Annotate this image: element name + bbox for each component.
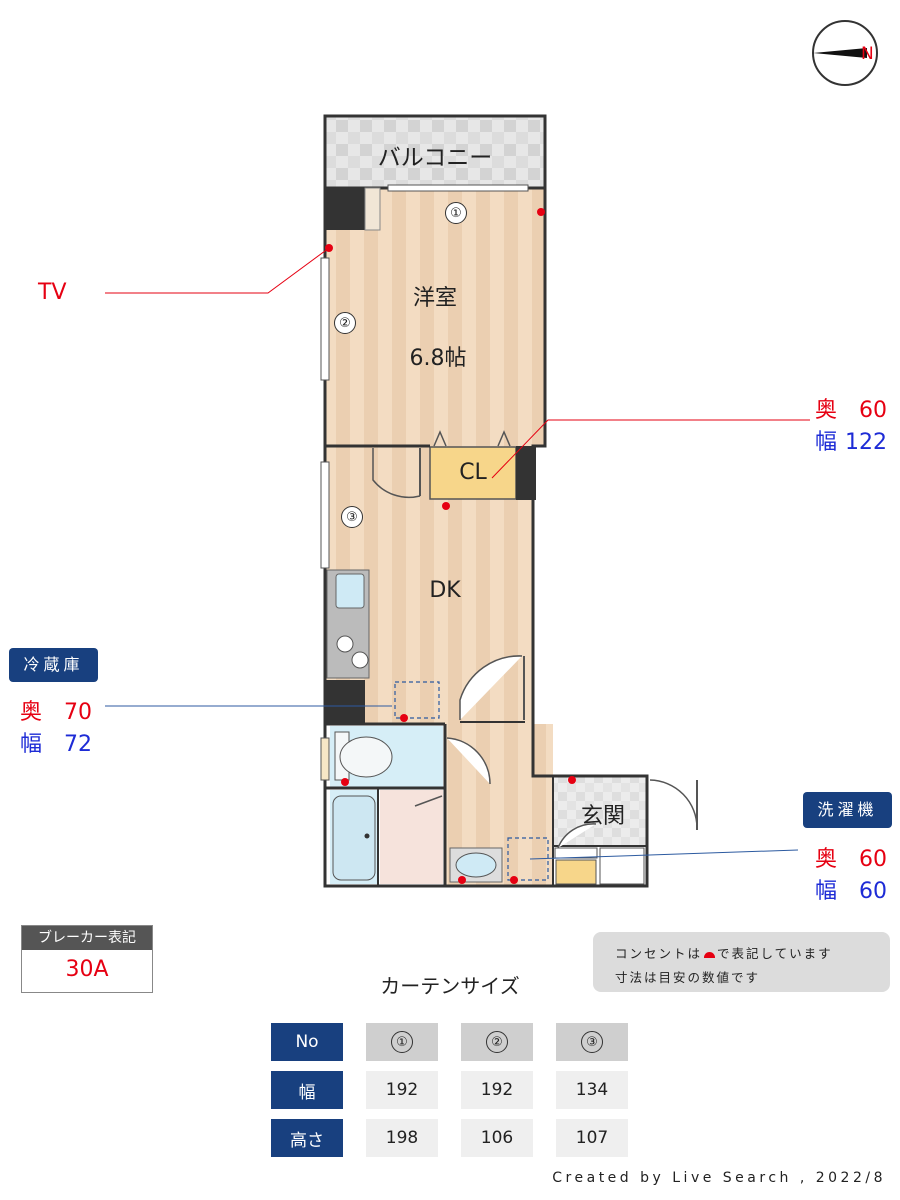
note-box: コンセントはで表記しています 寸法は目安の数値です: [593, 932, 890, 992]
breaker-title: ブレーカー表記: [22, 926, 152, 950]
compass-icon: N: [812, 20, 878, 86]
western-room-area: [325, 188, 545, 446]
washroom-area: [380, 790, 443, 884]
curtain-no-1: ①: [366, 1023, 438, 1061]
tv-label: TV: [38, 280, 67, 305]
outlet-icon: [704, 952, 716, 958]
entrance-label: 玄関: [580, 804, 625, 829]
balcony-label: バルコニー: [377, 145, 493, 171]
window-marker-1: ①: [445, 202, 467, 224]
curtain-header-height: 高さ: [271, 1119, 343, 1157]
curtain-width-3: 134: [556, 1071, 628, 1109]
curtain-width-2: 192: [461, 1071, 533, 1109]
curtain-height-2: 106: [461, 1119, 533, 1157]
breaker-box: ブレーカー表記 30A: [21, 925, 153, 993]
note-line1b: で表記しています: [717, 946, 833, 961]
curtain-no-3: ③: [556, 1023, 628, 1061]
note-line1: コンセントは: [615, 946, 703, 961]
compass-letter: N: [861, 44, 874, 64]
curtain-width-1: 192: [366, 1071, 438, 1109]
floor-plan: [105, 114, 810, 888]
curtain-height-3: 107: [556, 1119, 628, 1157]
curtain-height-1: 198: [366, 1119, 438, 1157]
western-room-size: 6.8帖: [409, 346, 467, 371]
washer-tag: 洗濯機: [803, 792, 892, 828]
dk-label: DK: [429, 578, 461, 603]
credit-text: Created by Live Search , 2022/8: [552, 1170, 886, 1186]
fridge-tag: 冷蔵庫: [9, 648, 98, 682]
window-marker-2: ②: [334, 312, 356, 334]
closet-area: [429, 446, 517, 500]
curtain-header-width: 幅: [271, 1071, 343, 1109]
curtain-no-2: ②: [461, 1023, 533, 1061]
note-line2: 寸法は目安の数値です: [615, 970, 761, 985]
curtain-header-no: No: [271, 1023, 343, 1061]
window-marker-3: ③: [341, 506, 363, 528]
closet-label: CL: [459, 460, 487, 485]
curtain-title: カーテンサイズ: [380, 974, 520, 998]
western-room-label: 洋室: [412, 286, 457, 311]
breaker-value: 30A: [65, 957, 109, 982]
